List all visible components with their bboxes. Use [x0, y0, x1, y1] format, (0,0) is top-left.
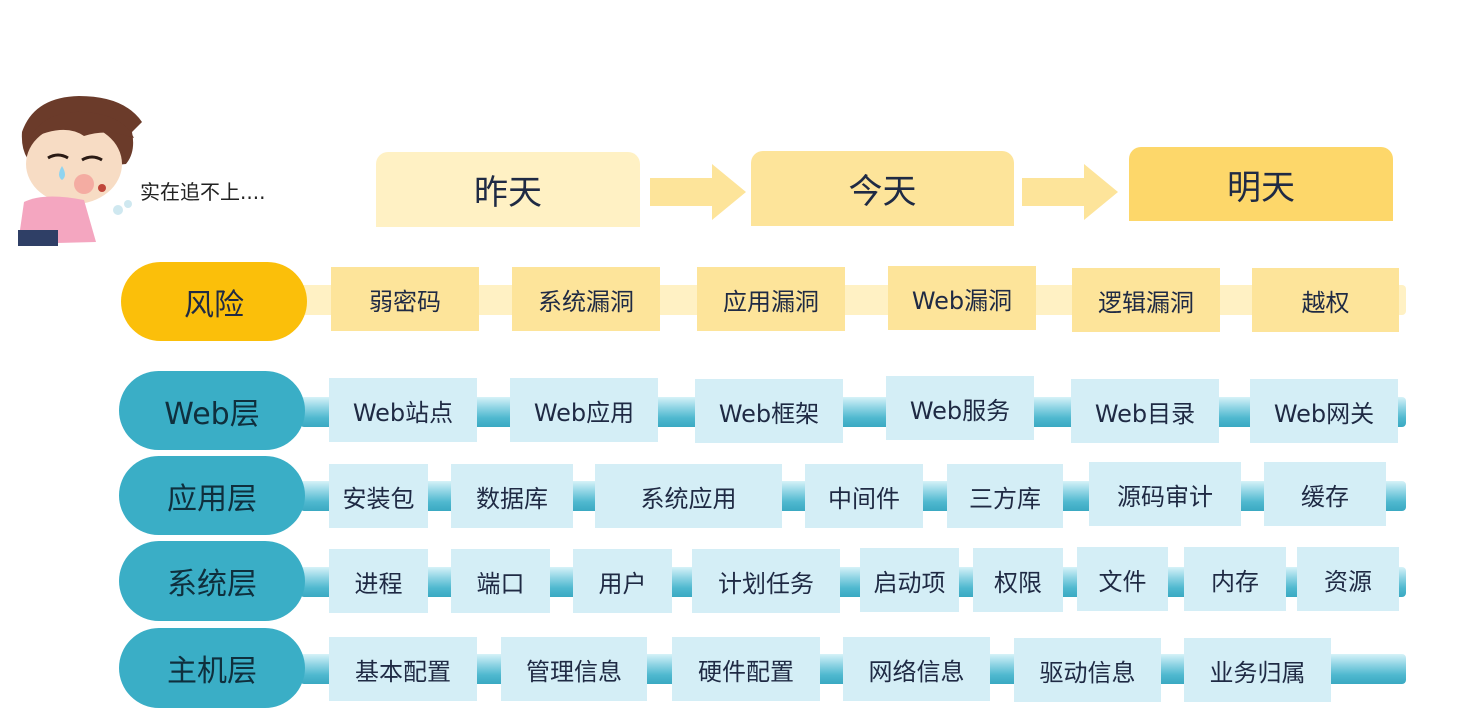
timeline-today: 今天 — [751, 151, 1014, 226]
system-layer-item: 启动项 — [860, 548, 959, 612]
web-layer-item: Web应用 — [510, 378, 658, 442]
row-label-application-layer: 应用层 — [119, 456, 305, 535]
risk-item: 弱密码 — [331, 267, 479, 331]
web-layer-item: Web服务 — [886, 376, 1034, 440]
caption-text: 实在追不上.... — [140, 180, 266, 204]
row-label-web-layer: Web层 — [119, 371, 305, 450]
risk-item: 越权 — [1252, 268, 1399, 332]
web-layer-item: Web框架 — [695, 379, 843, 443]
system-layer-item: 端口 — [451, 549, 550, 613]
system-layer-item: 计划任务 — [692, 549, 840, 613]
host-layer-item: 基本配置 — [329, 637, 477, 701]
risk-item: Web漏洞 — [888, 266, 1036, 330]
host-layer-item: 硬件配置 — [672, 637, 820, 701]
application-layer-item: 中间件 — [805, 464, 923, 528]
application-layer-item: 源码审计 — [1089, 462, 1241, 526]
risk-band — [300, 285, 1406, 315]
system-layer-item: 资源 — [1297, 547, 1399, 611]
application-layer-item: 缓存 — [1264, 462, 1386, 526]
web-layer-item: Web站点 — [329, 378, 477, 442]
host-layer-item: 管理信息 — [501, 637, 647, 701]
application-layer-item: 系统应用 — [595, 464, 782, 528]
row-label-risk: 风险 — [121, 262, 307, 341]
system-layer-item: 权限 — [973, 548, 1063, 612]
arrow-right-icon — [1022, 162, 1122, 222]
risk-item: 逻辑漏洞 — [1072, 268, 1220, 332]
host-layer-item: 业务归属 — [1184, 638, 1331, 702]
system-layer-item: 进程 — [329, 549, 428, 613]
timeline-tomorrow: 明天 — [1129, 147, 1393, 221]
system-layer-item: 用户 — [573, 549, 672, 613]
application-layer-item: 数据库 — [451, 464, 573, 528]
application-layer-item: 三方库 — [947, 464, 1063, 528]
application-layer-item: 安装包 — [329, 464, 428, 528]
web-layer-item: Web目录 — [1071, 379, 1219, 443]
risk-item: 应用漏洞 — [697, 267, 845, 331]
web-layer-item: Web网关 — [1250, 379, 1398, 443]
system-layer-item: 文件 — [1077, 547, 1168, 611]
host-layer-item: 驱动信息 — [1014, 638, 1161, 702]
arrow-right-icon — [650, 162, 750, 222]
timeline-yesterday: 昨天 — [376, 152, 640, 227]
host-layer-item: 网络信息 — [843, 637, 990, 701]
row-label-system-layer: 系统层 — [119, 541, 305, 621]
system-layer-item: 内存 — [1184, 547, 1286, 611]
tired-character-illustration — [4, 92, 144, 252]
risk-item: 系统漏洞 — [512, 267, 660, 331]
web-layer-band — [300, 397, 1406, 427]
row-label-host-layer: 主机层 — [119, 628, 305, 708]
